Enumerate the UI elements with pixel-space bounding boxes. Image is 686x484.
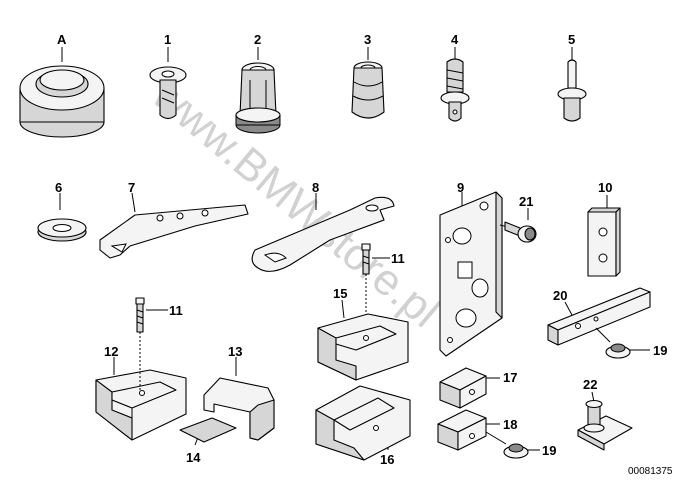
label-14: 14 <box>186 450 201 465</box>
part-a-cap <box>19 47 105 138</box>
part-1-rivet-nut <box>149 47 187 120</box>
part-19-screw-upper <box>595 327 650 359</box>
part-6-washer <box>37 193 87 242</box>
part-5-pin <box>557 47 587 122</box>
label-10: 10 <box>598 180 612 195</box>
label-4: 4 <box>451 32 459 47</box>
part-4-stud <box>440 47 470 122</box>
label-11-left: 11 <box>169 303 183 318</box>
label-6: 6 <box>55 180 62 195</box>
label-8: 8 <box>312 180 319 195</box>
part-14-pad <box>179 417 237 446</box>
label-2: 2 <box>254 32 261 47</box>
label-12: 12 <box>104 344 118 359</box>
part-12-channel <box>95 357 187 441</box>
part-3-grommet <box>351 47 385 119</box>
part-18-block <box>437 409 500 451</box>
label-16: 16 <box>380 452 394 467</box>
label-1: 1 <box>164 32 171 47</box>
label-11-middle: 11 <box>391 251 405 266</box>
part-11-bolt-middle <box>361 243 390 330</box>
label-20: 20 <box>553 288 567 303</box>
part-20-bar <box>547 287 651 346</box>
part-16-channel-block <box>315 385 411 461</box>
label-19-lower: 19 <box>542 443 556 458</box>
part-21-screw <box>499 208 537 243</box>
part-9-bracket-plate <box>439 191 503 357</box>
part-10-small-plate <box>587 195 621 277</box>
part-15-channel-block <box>317 299 409 381</box>
part-22-clip-nut <box>577 391 633 451</box>
part-17-block <box>439 367 500 409</box>
label-22: 22 <box>583 377 597 392</box>
label-a: A <box>57 32 67 47</box>
label-21: 21 <box>519 194 533 209</box>
label-5: 5 <box>568 32 575 47</box>
part-11-bolt-left <box>135 297 168 392</box>
reference-number: 00081375 <box>628 466 673 477</box>
label-18: 18 <box>503 417 517 432</box>
part-19-screw-lower <box>485 431 540 459</box>
label-9: 9 <box>457 180 464 195</box>
watermark: www.BMWstore.pl <box>143 69 449 337</box>
part-13-cover <box>203 357 275 441</box>
label-7: 7 <box>128 180 135 195</box>
label-15: 15 <box>333 286 347 301</box>
label-19-upper: 19 <box>653 343 667 358</box>
label-17: 17 <box>503 370 517 385</box>
label-13: 13 <box>228 344 242 359</box>
part-8-plate <box>251 193 395 272</box>
part-2-threaded-insert <box>235 47 281 134</box>
part-7-bracket <box>99 192 249 259</box>
label-3: 3 <box>364 32 371 47</box>
